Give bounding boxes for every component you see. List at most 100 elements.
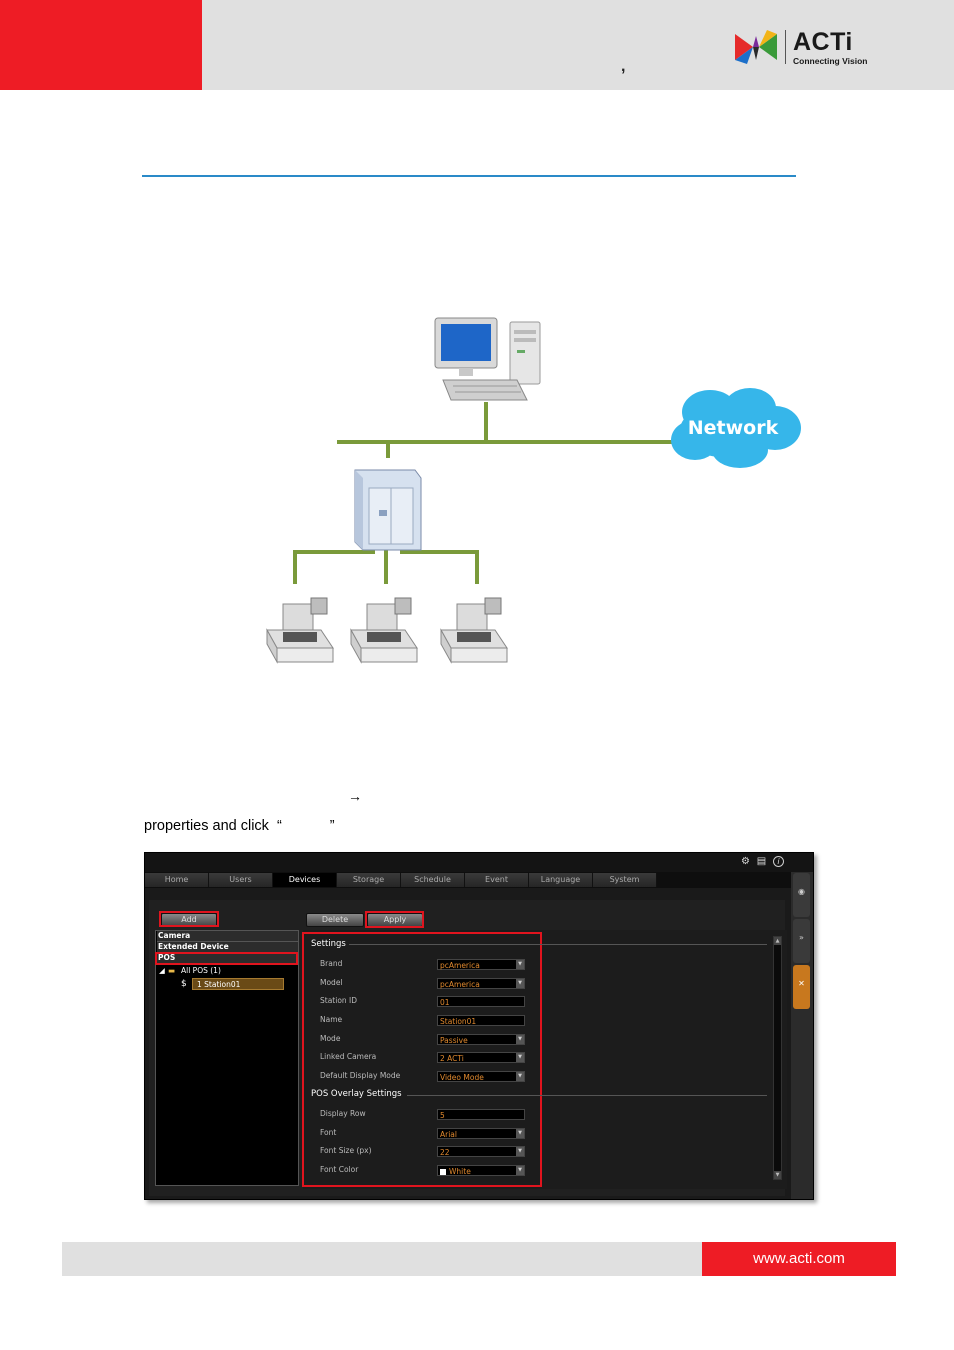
font-value: Arial bbox=[440, 1130, 457, 1139]
scroll-down-icon[interactable]: ▼ bbox=[774, 1171, 781, 1179]
footer-url[interactable]: www.acti.com bbox=[753, 1250, 845, 1267]
mode-value: Passive bbox=[440, 1036, 468, 1045]
logo-divider bbox=[785, 30, 786, 64]
linked-camera-value: 2 ACTi bbox=[440, 1054, 464, 1063]
cloud-icon: Network bbox=[671, 388, 801, 468]
station-id-input[interactable]: 01 bbox=[437, 996, 525, 1007]
chevron-down-icon: ▼ bbox=[516, 960, 524, 969]
chevron-down-icon: ▼ bbox=[516, 1072, 524, 1081]
logo-name: ACTi bbox=[793, 28, 853, 56]
tab-users[interactable]: Users bbox=[209, 873, 273, 887]
field-label-mode: Mode bbox=[320, 1034, 341, 1043]
chevron-down-icon: ▼ bbox=[516, 979, 524, 988]
apply-highlight bbox=[365, 911, 424, 928]
field-label-name: Name bbox=[320, 1015, 343, 1024]
header-red-block bbox=[0, 0, 202, 90]
tab-storage[interactable]: Storage bbox=[337, 873, 401, 887]
field-label-display-mode: Default Display Mode bbox=[320, 1071, 401, 1080]
cash-register-icon bbox=[350, 597, 418, 664]
model-select[interactable]: pcAmerica▼ bbox=[437, 978, 525, 989]
arrow-glyph: → bbox=[348, 788, 362, 804]
font-size-value: 22 bbox=[440, 1148, 450, 1157]
settings-scrollbar[interactable]: ▲ ▼ bbox=[773, 936, 782, 1180]
field-label-station-id: Station ID bbox=[320, 996, 358, 1005]
eye-icon: ◉ bbox=[798, 887, 805, 896]
brand-value: pcAmerica bbox=[440, 961, 480, 970]
pos-dollar-icon: $ bbox=[181, 979, 187, 989]
server-icon bbox=[354, 469, 422, 551]
device-type-camera[interactable]: Camera bbox=[157, 931, 298, 942]
overlay-title: POS Overlay Settings bbox=[311, 1089, 402, 1099]
instruction-text: properties and click bbox=[144, 818, 273, 834]
tree-expander-icon[interactable]: ◢ bbox=[159, 966, 165, 975]
app-topbar bbox=[145, 853, 813, 872]
tab-devices[interactable]: Devices bbox=[273, 873, 337, 887]
document-icon[interactable]: ▤ bbox=[756, 856, 767, 867]
settings-title: Settings bbox=[311, 939, 346, 949]
gear-icon[interactable]: ⚙ bbox=[741, 856, 750, 867]
acti-logo: ACTi Connecting Vision bbox=[733, 28, 873, 68]
rail-view-button[interactable]: ◉ bbox=[793, 873, 810, 917]
chevron-down-icon: ▼ bbox=[516, 1053, 524, 1062]
field-label-display-row: Display Row bbox=[320, 1109, 366, 1118]
app-screenshot: ⚙ ▤ i Home Users Devices Storage Schedul… bbox=[144, 852, 814, 1200]
display-mode-select[interactable]: Video Mode ▼ bbox=[437, 1071, 525, 1082]
tab-event[interactable]: Event bbox=[465, 873, 529, 887]
tab-language[interactable]: Language bbox=[529, 873, 593, 887]
close-quote: ” bbox=[329, 818, 335, 834]
font-select[interactable]: Arial ▼ bbox=[437, 1128, 525, 1139]
name-value: Station01 bbox=[440, 1017, 477, 1026]
open-quote: “ bbox=[276, 818, 282, 834]
rail-setup-button[interactable]: ✕ bbox=[793, 965, 810, 1009]
tab-system[interactable]: System bbox=[593, 873, 657, 887]
mode-select[interactable]: Passive ▼ bbox=[437, 1034, 525, 1045]
folder-icon: ▬ bbox=[168, 966, 176, 975]
display-mode-value: Video Mode bbox=[440, 1073, 484, 1082]
color-swatch bbox=[440, 1169, 446, 1175]
instruction-line: properties and click “ ” bbox=[144, 818, 335, 834]
field-label-font-color: Font Color bbox=[320, 1165, 359, 1174]
info-icon[interactable]: i bbox=[773, 856, 784, 867]
tree-item-station[interactable]: 1 Station01 bbox=[192, 978, 284, 990]
settings-panel bbox=[303, 930, 787, 1189]
pos-highlight bbox=[155, 952, 298, 965]
logo-tagline: Connecting Vision bbox=[793, 56, 868, 66]
brand-select[interactable]: pcAmerica ▼ bbox=[437, 959, 525, 970]
tree-root[interactable]: All POS (1) bbox=[181, 966, 221, 975]
field-label-model: Model bbox=[320, 978, 343, 987]
font-color-value: White bbox=[449, 1167, 471, 1176]
display-row-input[interactable]: 5 bbox=[437, 1109, 525, 1120]
font-color-select[interactable]: White ▼ bbox=[437, 1165, 525, 1176]
chevron-down-icon: ▼ bbox=[516, 1129, 524, 1138]
tab-schedule[interactable]: Schedule bbox=[401, 873, 465, 887]
field-label-font-size: Font Size (px) bbox=[320, 1146, 372, 1155]
chevron-down-icon: ▼ bbox=[516, 1166, 524, 1175]
cash-register-icon bbox=[440, 597, 508, 664]
pc-tower-icon bbox=[434, 317, 541, 401]
field-label-font: Font bbox=[320, 1128, 337, 1137]
field-label-brand: Brand bbox=[320, 959, 343, 968]
footer-red-block bbox=[702, 1242, 896, 1276]
acti-logo-icon bbox=[735, 30, 777, 64]
settings-divider bbox=[349, 944, 767, 945]
add-highlight bbox=[159, 911, 219, 927]
font-size-select[interactable]: 22 ▼ bbox=[437, 1146, 525, 1157]
name-input[interactable]: Station01 bbox=[437, 1015, 525, 1026]
cloud-label: Network bbox=[688, 417, 779, 439]
field-label-linked-camera: Linked Camera bbox=[320, 1052, 377, 1061]
header-comma: , bbox=[621, 58, 626, 75]
tab-home[interactable]: Home bbox=[145, 873, 209, 887]
cash-register-icon bbox=[266, 597, 334, 664]
settings-highlight bbox=[302, 932, 542, 1187]
device-tree-panel bbox=[155, 930, 299, 1186]
tools-icon: ✕ bbox=[798, 979, 805, 988]
rail-playback-button[interactable]: » bbox=[793, 919, 810, 963]
fast-forward-icon: » bbox=[799, 933, 804, 942]
scroll-up-icon[interactable]: ▲ bbox=[774, 937, 781, 945]
display-row-value: 5 bbox=[440, 1111, 445, 1120]
chevron-down-icon: ▼ bbox=[516, 1035, 524, 1044]
station-id-value: 01 bbox=[440, 998, 450, 1007]
chevron-down-icon: ▼ bbox=[516, 1147, 524, 1156]
linked-camera-select[interactable]: 2 ACTi ▼ bbox=[437, 1052, 525, 1063]
delete-button[interactable]: Delete bbox=[306, 913, 364, 927]
